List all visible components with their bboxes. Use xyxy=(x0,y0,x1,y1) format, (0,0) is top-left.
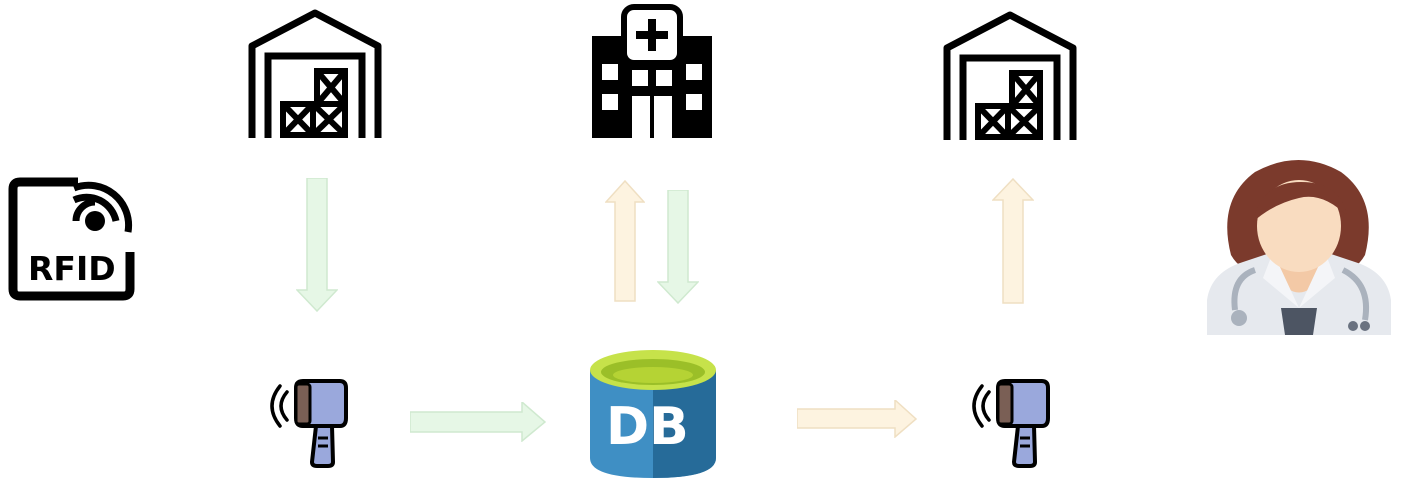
database-label: DB xyxy=(606,397,689,457)
hospital-icon xyxy=(590,4,714,138)
arrow-scanner-to-database xyxy=(410,402,546,442)
database-icon: DB xyxy=(590,348,716,482)
rfid-label: RFID xyxy=(28,249,116,288)
arrow-database-to-hospital xyxy=(605,180,645,302)
warehouse-source-icon xyxy=(247,8,383,142)
rfid-scanner-left-icon xyxy=(270,378,350,468)
arrow-hospital-to-database xyxy=(657,190,699,304)
arrow-scanner-to-warehouse xyxy=(992,178,1034,304)
warehouse-destination-icon xyxy=(942,10,1078,144)
rfid-scanner-right-icon xyxy=(972,378,1052,468)
rfid-tag-icon: RFID xyxy=(8,174,138,304)
arrow-warehouse-to-scanner xyxy=(296,178,338,312)
arrow-database-to-scanner xyxy=(797,400,917,438)
doctor-avatar-icon xyxy=(1203,160,1395,335)
